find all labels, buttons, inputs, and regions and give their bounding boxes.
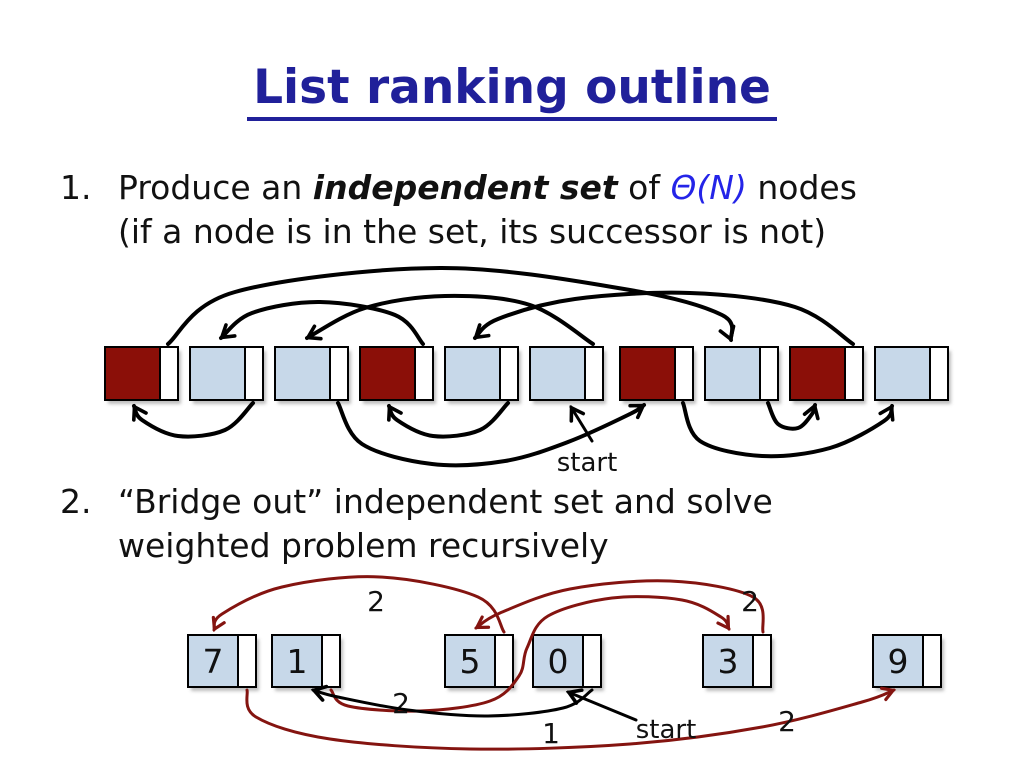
item2-number: 2. (60, 482, 92, 521)
item1-number: 1. (60, 168, 92, 207)
list-item-2: 2. “Bridge out” independent set and solv… (60, 480, 978, 567)
weight-label: 2 (367, 585, 385, 618)
node-value: 1 (287, 642, 308, 681)
node-independent-set (359, 346, 416, 401)
node-independent-set (104, 346, 161, 401)
node-cell (444, 346, 501, 401)
node-value: 7 (203, 642, 224, 681)
node-independent-set (619, 346, 676, 401)
node-cell (704, 346, 761, 401)
node-value: 5 (460, 642, 481, 681)
pointer-arc (329, 595, 731, 713)
node-value: 0 (548, 642, 569, 681)
pointer-arc (766, 401, 820, 431)
node-cell (274, 346, 331, 401)
start-label: start (557, 448, 618, 478)
item2-line2: weighted problem recursively (118, 525, 609, 565)
item1-text-independent-set: independent set (312, 168, 618, 207)
item1-line2: (if a node is in the set, its successor … (118, 211, 827, 251)
item1-line1: Produce an independent set of Θ(N) nodes (118, 166, 978, 210)
node-independent-set (789, 346, 846, 401)
pointer-arc (336, 401, 646, 468)
node-cell (189, 346, 246, 401)
weight-label: 1 (542, 717, 560, 750)
item1-text-post: nodes (746, 168, 857, 207)
node-value: 9 (888, 642, 909, 681)
pointer-arc (386, 401, 510, 439)
node-cell (532, 634, 584, 688)
item1-text-pre: Produce an (118, 168, 313, 207)
start-arrow (569, 404, 594, 443)
start-label: start (636, 715, 697, 745)
item2-line1: “Bridge out” independent set and solve (118, 482, 773, 521)
pointer-arc (219, 299, 425, 346)
pointer-arc (310, 684, 594, 718)
node-cell (271, 634, 323, 688)
slide-title-area: List ranking outline (0, 62, 1024, 121)
item1-text-mid: of (617, 168, 671, 207)
node-cell (444, 634, 496, 688)
node-value: 3 (718, 642, 739, 681)
item1-theta-n: Θ(N) (670, 168, 747, 207)
node-cell (702, 634, 754, 688)
pointer-arc (474, 579, 765, 634)
weight-label: 2 (778, 705, 796, 738)
pointer-arc (245, 686, 896, 751)
weight-label: 2 (392, 687, 410, 720)
pointer-arc (473, 290, 855, 346)
node-cell (872, 634, 924, 688)
start-arrow (565, 688, 638, 722)
node-cell (187, 634, 239, 688)
slide-title: List ranking outline (247, 62, 777, 121)
pointer-arc (304, 293, 595, 346)
pointer-arc (166, 265, 736, 346)
node-cell (529, 346, 586, 401)
diagram1-linked-list: start (104, 265, 951, 478)
list-item-1: 1. Produce an independent set of Θ(N) no… (60, 166, 978, 253)
node-cell (874, 346, 931, 401)
pointer-arc (211, 575, 506, 634)
diagram2-weighted-list: 7 1 5 0 3 9 2 2 2 2 1 start (187, 575, 944, 751)
weight-label: 2 (741, 585, 759, 618)
pointer-arc (681, 401, 895, 459)
pointer-arc (131, 401, 255, 439)
